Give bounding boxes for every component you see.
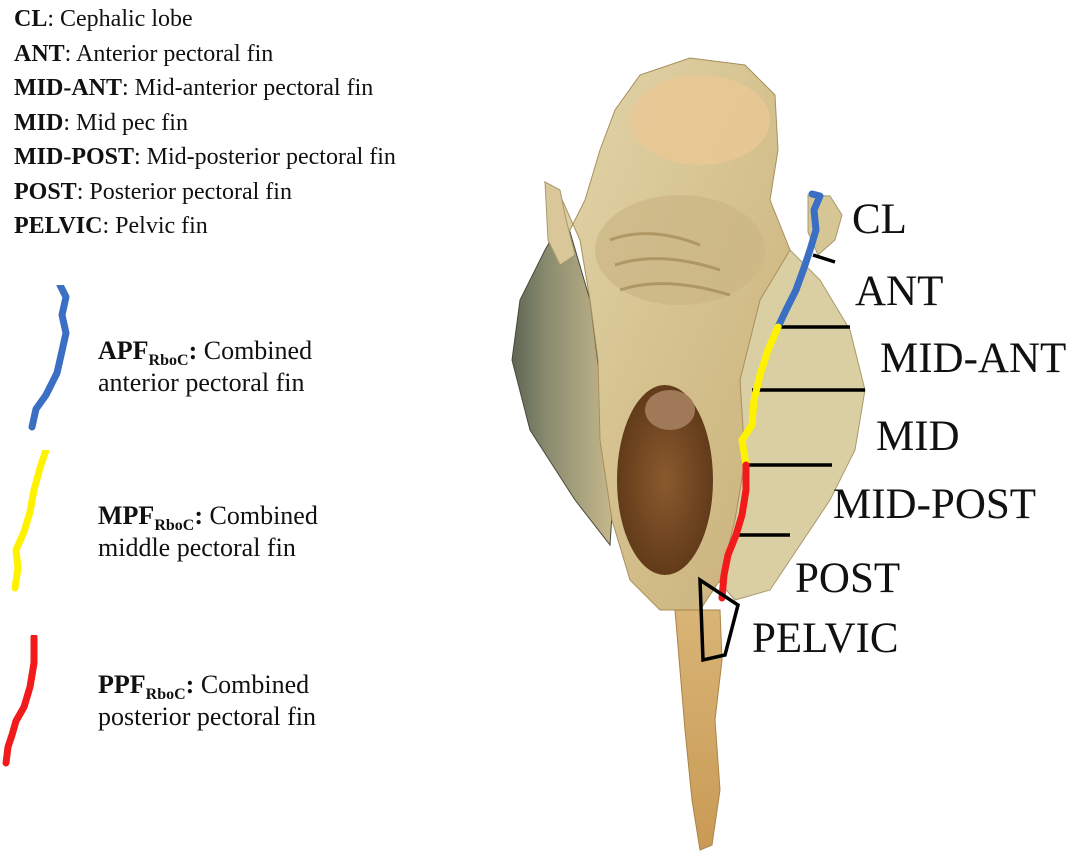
- key-subscript: RboC: [148, 352, 189, 369]
- red-line-swatch: [2, 635, 38, 767]
- abbr-code: PELVIC: [14, 213, 103, 239]
- abbr-mid-ant: MID-ANT: Mid-anterior pectoral fin: [14, 71, 396, 106]
- key-posterior: PPFRboC: Combined posterior pectoral fin: [0, 635, 420, 785]
- key-desc-line1: Combined: [197, 336, 313, 365]
- key-anterior-text: APFRboC: Combined anterior pectoral fin: [98, 335, 312, 399]
- posterior-trace: [718, 461, 750, 602]
- abbr-code: MID-POST: [14, 144, 134, 170]
- abbr-ant: ANT: Anterior pectoral fin: [14, 37, 396, 72]
- key-subscript: RboC: [145, 686, 186, 703]
- abbr-code: MID-ANT: [14, 75, 122, 101]
- gill-texture: [595, 195, 765, 305]
- region-label-mid-ant: MID-ANT: [880, 335, 1066, 382]
- abbr-code: MID: [14, 109, 64, 136]
- key-code: MPF: [98, 501, 155, 530]
- abbreviation-list: CL: Cephalic lobe ANT: Anterior pectoral…: [14, 2, 396, 244]
- key-desc-line1: Combined: [194, 670, 310, 699]
- key-posterior-text: PPFRboC: Combined posterior pectoral fin: [98, 669, 316, 733]
- abbr-mid-post: MID-POST: Mid-posterior pectoral fin: [14, 140, 396, 175]
- key-code: PPF: [98, 670, 146, 699]
- abbr-desc: : Mid pec fin: [63, 109, 188, 136]
- key-colon: :: [185, 670, 195, 699]
- head-texture: [630, 75, 770, 165]
- key-colon: :: [194, 501, 203, 530]
- key-code: APF: [98, 336, 149, 365]
- key-middle: MPFRboC: Combined middle pectoral fin: [0, 450, 420, 600]
- region-boundaries: [737, 253, 865, 537]
- abbr-post: POST: Posterior pectoral fin: [14, 175, 396, 210]
- blue-line-swatch: [28, 285, 70, 431]
- key-colon: :: [188, 336, 198, 365]
- region-label-cl: CL: [852, 196, 907, 243]
- abbr-code: CL: [14, 6, 48, 32]
- boundary-cl-ant: [812, 253, 836, 264]
- region-label-ant: ANT: [855, 268, 943, 315]
- abbr-code: ANT: [14, 40, 65, 67]
- abbr-desc: : Mid-posterior pectoral fin: [134, 144, 396, 170]
- key-desc-line2: anterior pectoral fin: [98, 368, 305, 397]
- region-label-pelvic: PELVIC: [752, 615, 899, 662]
- gill-lines: [609, 232, 731, 297]
- key-middle-text: MPFRboC: Combined middle pectoral fin: [98, 500, 318, 564]
- abbr-desc: : Cephalic lobe: [47, 6, 193, 32]
- abbr-desc: : Mid-anterior pectoral fin: [122, 75, 374, 101]
- left-cephalic-flap: [544, 181, 576, 266]
- abbr-desc: : Anterior pectoral fin: [64, 40, 274, 67]
- key-desc-line2: posterior pectoral fin: [98, 702, 317, 731]
- region-label-mid-post: MID-POST: [833, 481, 1036, 528]
- abbr-cl: CL: Cephalic lobe: [14, 2, 396, 37]
- gut-mass: [617, 385, 713, 575]
- abbr-desc: : Pelvic fin: [102, 213, 208, 239]
- yellow-line-swatch: [11, 450, 50, 592]
- key-anterior: APFRboC: Combined anterior pectoral fin: [0, 285, 420, 435]
- region-label-post: POST: [795, 555, 900, 602]
- key-desc-line1: Combined: [203, 501, 318, 530]
- anterior-trace: [774, 190, 824, 331]
- key-desc-line2: middle pectoral fin: [98, 533, 296, 562]
- abbr-pelvic: PELVIC: Pelvic fin: [14, 209, 396, 244]
- gut-top: [645, 390, 695, 430]
- abbr-code: POST: [14, 178, 77, 205]
- specimen-tail: [674, 609, 723, 851]
- abbr-desc: : Posterior pectoral fin: [76, 178, 292, 205]
- key-subscript: RboC: [154, 517, 195, 534]
- middle-trace: [738, 323, 782, 469]
- abbr-mid: MID: Mid pec fin: [14, 106, 396, 141]
- pelvic-fin-outline: [698, 576, 741, 663]
- region-label-mid: MID: [876, 413, 960, 460]
